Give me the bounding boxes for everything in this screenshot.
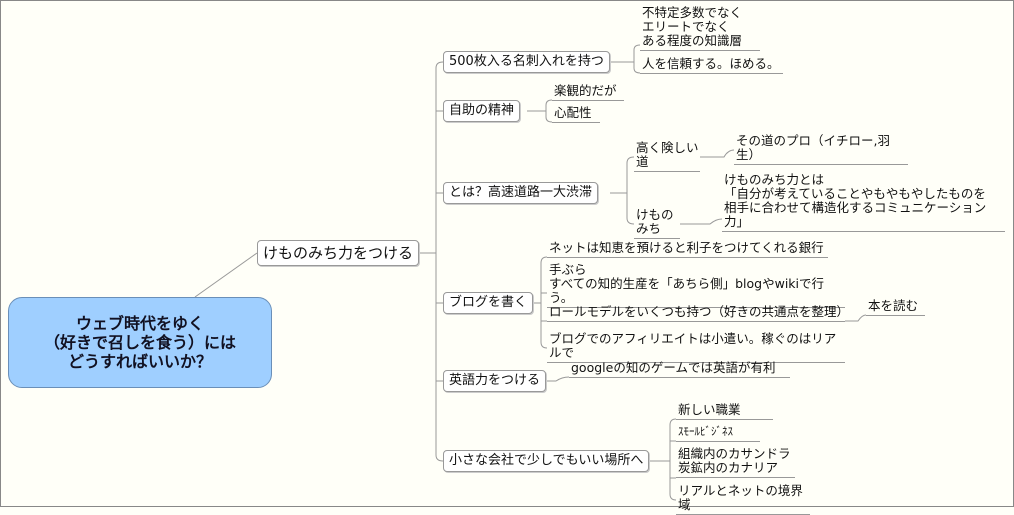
leaf-kemonomichi[interactable]: けものみち xyxy=(634,208,680,239)
leaf-empty-handed[interactable]: 手ぶら すべての知的生産を「あちら側」blogやwikiで行う。 xyxy=(547,263,845,308)
leaf-google-english[interactable]: googleの知のゲームでは英語が有利 xyxy=(569,361,790,378)
leaf-cassandra[interactable]: 組織内のカサンドラ 炭鉱内のカナリア xyxy=(676,447,795,478)
leaf-read-books[interactable]: 本を読む xyxy=(866,299,925,316)
leaf-new-job[interactable]: 新しい職業 xyxy=(676,403,773,420)
topic-small-company[interactable]: 小さな会社で少しでもいい場所へ xyxy=(443,450,650,472)
leaf-kemonomichi-definition[interactable]: けものみち力とは 「自分が考えていることやもやもやしたものを 相手に合わせて構造… xyxy=(722,173,1005,232)
leaf-affiliate[interactable]: ブログでのアフィリエイトは小遣い。稼ぐのはリアルで xyxy=(547,332,845,363)
leaf-trust[interactable]: 人を信頼する。ほめる。 xyxy=(640,57,783,74)
topic-self-help[interactable]: 自助の精神 xyxy=(443,100,521,122)
root-topic[interactable]: ウェブ時代をゆく （好きで召しを食う）には どうすればいいか？ xyxy=(8,297,272,388)
topic-highway[interactable]: とは？高速道路一大渋滞 xyxy=(443,182,599,204)
connector-highway xyxy=(610,156,635,225)
leaf-optimistic[interactable]: 楽観的だが xyxy=(552,84,624,101)
leaf-audience[interactable]: 不特定多数でなく エリートでなく ある程度の知識層 xyxy=(640,6,760,51)
connector-trunk xyxy=(435,61,444,462)
connector-selfhelp xyxy=(527,99,553,123)
leaf-worry[interactable]: 心配性 xyxy=(552,106,600,123)
connector-root xyxy=(194,252,258,298)
connector-english xyxy=(535,376,570,382)
leaf-role-models[interactable]: ロールモデルをいくつも持つ（好きの共通点を整理） xyxy=(547,305,849,322)
topic-english[interactable]: 英語力をつける xyxy=(443,370,547,392)
connector-company xyxy=(650,418,677,501)
leaf-small-business[interactable]: ｽﾓｰﾙﾋﾞｼﾞﾈｽ xyxy=(676,425,760,442)
topic-card-holder[interactable]: 500枚入る名刺入れを持つ xyxy=(443,51,610,73)
leaf-boundary[interactable]: リアルとネットの境界域 xyxy=(676,484,810,515)
leaf-pro[interactable]: その道のプロ（イチロー,羽生） xyxy=(734,134,908,165)
connector-highway-sub xyxy=(680,149,735,225)
topic-blog[interactable]: ブログを書く xyxy=(443,292,534,314)
leaf-steep-road[interactable]: 高く険しい道 xyxy=(634,141,700,172)
connector-card xyxy=(611,44,641,74)
leaf-net-bank[interactable]: ネットは知恵を預けると利子をつけてくれる銀行 xyxy=(547,241,828,258)
connector-blog-sub xyxy=(845,314,867,322)
topic-kemonomichi-power[interactable]: けものみち力をつける xyxy=(257,240,420,266)
